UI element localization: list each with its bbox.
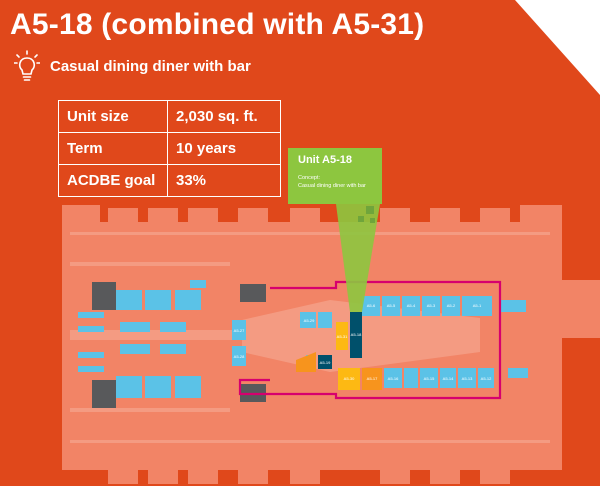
unit-label: A5-13 (462, 376, 473, 381)
page-title: A5-18 (combined with A5-31) (10, 8, 425, 41)
map-service-areas (92, 282, 266, 408)
map-units-left (78, 280, 206, 398)
details-row-acdbe-goal: ACDBE goal 33% (58, 164, 281, 197)
concept-text: Casual dining diner with bar (50, 57, 251, 75)
map-units-right (362, 296, 528, 388)
unit-label: A5-19 (320, 360, 331, 365)
unit-label: A5-27 (234, 328, 245, 333)
unit-label: A5-31 (337, 334, 348, 339)
unit-label: A5-1 (473, 303, 482, 308)
unit-a5-31 (336, 322, 348, 350)
details-row-unit-size: Unit size 2,030 sq. ft. (58, 100, 281, 133)
unit-label: A5-15 (424, 376, 435, 381)
details-row-term: Term 10 years (58, 132, 281, 165)
unit-label: A5-16 (388, 376, 399, 381)
details-label: ACDBE goal (58, 164, 168, 197)
details-value: 2,030 sq. ft. (167, 100, 281, 133)
details-table: Unit size 2,030 sq. ft. Term 10 years AC… (58, 100, 281, 197)
callout-pixels (358, 206, 375, 223)
callout-concept-value: Casual dining diner with bar (298, 183, 366, 189)
details-value: 33% (167, 164, 281, 197)
unit-a5-17 (362, 368, 382, 390)
corner-decoration (515, 0, 600, 95)
unit-a5-18 (350, 312, 362, 358)
unit-callout: Unit A5-18 Concept: Casual dining diner … (288, 148, 382, 204)
unit-label: A5-5 (387, 303, 396, 308)
unit-label: A5-18 (351, 332, 362, 337)
unit-label: A5-29 (304, 318, 315, 323)
concept-row: Casual dining diner with bar (14, 50, 251, 82)
unit-label: A5-6 (367, 303, 376, 308)
unit-label: A5-12 (481, 376, 492, 381)
unit-label: A5-2 (447, 303, 456, 308)
unit-label: A5-14 (443, 376, 454, 381)
highlight-outline (238, 280, 502, 400)
unit-label: A5-3 (427, 303, 436, 308)
unit-label: A5-17 (367, 376, 378, 381)
callout-pointer (336, 204, 380, 312)
lightbulb-icon (14, 50, 40, 81)
unit-a5-30 (338, 368, 360, 390)
callout-concept-label: Concept: (298, 175, 321, 181)
details-value: 10 years (167, 132, 281, 165)
callout-title: Unit A5-18 (298, 154, 352, 166)
unit-label: A5-28 (234, 354, 245, 359)
unit-label: A5-30 (344, 376, 355, 381)
unit-label: A5-4 (407, 303, 416, 308)
details-label: Term (58, 132, 168, 165)
unit-a5-19-area (296, 352, 316, 372)
unit-a5-19 (318, 355, 332, 369)
